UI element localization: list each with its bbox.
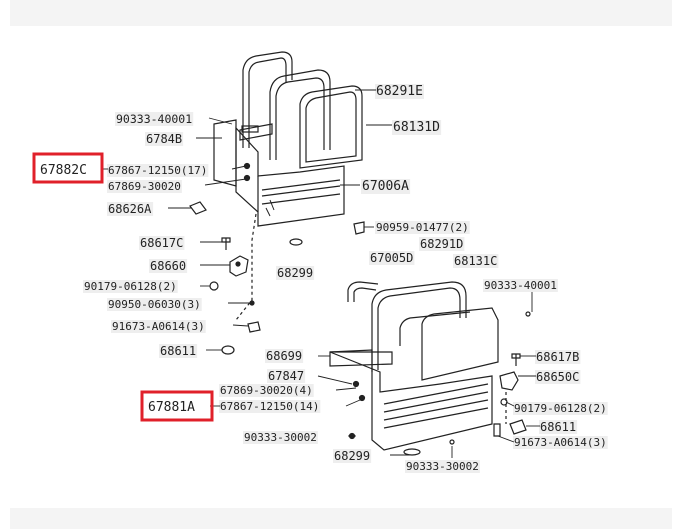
label-bg [107, 180, 182, 193]
label-91673-a0614-right: 91673-A0614(3) [514, 436, 607, 449]
label-68131c: 68131C [454, 254, 497, 268]
top-margin-band [10, 0, 672, 26]
bottom-margin-band [10, 508, 672, 529]
label-91673-a0614-left: 91673-A0614(3) [112, 320, 205, 333]
label-bg [513, 436, 608, 449]
label-90333-40001-top: 90333-40001 [116, 112, 192, 126]
lower-glass [421, 307, 499, 381]
label-bg [419, 237, 465, 251]
label-90333-30002-left: 90333-30002 [244, 431, 317, 444]
label-bg [375, 84, 424, 99]
label-68617c: 68617C [140, 236, 183, 250]
upper-glass-run [269, 69, 331, 160]
label-bg [276, 266, 315, 280]
label-67005d: 67005D [370, 251, 413, 265]
label-bg [483, 279, 558, 292]
label-bg [392, 120, 442, 135]
label-bg [535, 350, 581, 364]
label-bg [535, 370, 581, 384]
label-bg [115, 112, 194, 126]
upper-glass [299, 85, 363, 169]
label-backgrounds [83, 84, 608, 473]
label-67881a: 67881A [148, 400, 195, 415]
label-68291e: 68291E [376, 84, 423, 99]
label-67867-12150-bottom: 67867-12150(14) [220, 400, 319, 413]
label-67869-30020-bottom: 67869-30020(4) [220, 384, 313, 397]
label-bg [145, 132, 184, 146]
label-68131d: 68131D [393, 120, 440, 135]
label-90959-01477: 90959-01477(2) [376, 221, 469, 234]
lower-glass-run [371, 281, 467, 372]
label-67848: 6784B [146, 132, 182, 146]
label-68291d: 68291D [420, 237, 463, 251]
label-bg [369, 251, 415, 265]
label-67867-12150-top: 67867-12150(17) [108, 164, 207, 177]
label-90179-06128-left: 90179-06128(2) [84, 280, 177, 293]
label-bg [139, 236, 185, 250]
label-bg [361, 179, 411, 194]
label-bg [539, 420, 578, 434]
label-bg [107, 164, 209, 177]
label-68299-top: 68299 [277, 266, 313, 280]
upper-trim-panel [213, 119, 237, 187]
upper-door-assembly [189, 51, 365, 321]
label-bg [243, 431, 318, 444]
label-68617b: 68617B [536, 350, 579, 364]
label-90333-30002-bottom: 90333-30002 [406, 460, 479, 473]
label-bg [513, 402, 608, 415]
label-67869-30020-top: 67869-30020 [108, 180, 181, 193]
leader-lines [102, 89, 540, 458]
lower-door-shell [329, 349, 493, 451]
highlight-67881a [140, 390, 214, 422]
label-68699: 68699 [266, 349, 302, 363]
label-68299-bottom: 68299 [334, 449, 370, 463]
label-bg [265, 349, 304, 363]
label-bg [375, 221, 470, 234]
label-68660: 68660 [150, 259, 186, 273]
label-bg [219, 384, 314, 397]
left-hardware [209, 237, 303, 355]
upper-weatherstrip [242, 51, 293, 148]
label-bg [83, 280, 178, 293]
label-90950-06030: 90950-06030(3) [108, 298, 201, 311]
highlight-67882c [32, 152, 104, 184]
lower-door-assembly [329, 281, 531, 456]
label-bg [267, 369, 306, 383]
label-68611-right: 68611 [540, 420, 576, 434]
label-68650c: 68650C [536, 370, 579, 384]
label-bg [107, 298, 202, 311]
label-90179-06128-right: 90179-06128(2) [514, 402, 607, 415]
label-67006a: 67006A [362, 179, 409, 194]
label-bg [149, 259, 188, 273]
part-labels: 68291E 68131D 90333-40001 6784B 67882C 6… [40, 84, 607, 473]
label-bg [107, 202, 154, 216]
label-67847: 67847 [268, 369, 304, 383]
label-bg [333, 449, 372, 463]
label-68626a: 68626A [108, 202, 152, 216]
label-bg [111, 320, 206, 333]
lower-weatherstrip [347, 281, 379, 302]
label-67882c: 67882C [40, 163, 87, 178]
label-bg [453, 254, 499, 268]
upper-door-shell [235, 126, 345, 227]
label-90333-40001-right: 90333-40001 [484, 279, 557, 292]
label-bg [219, 400, 321, 413]
label-68611-left: 68611 [160, 344, 196, 358]
label-bg [405, 460, 480, 473]
label-bg [159, 344, 198, 358]
